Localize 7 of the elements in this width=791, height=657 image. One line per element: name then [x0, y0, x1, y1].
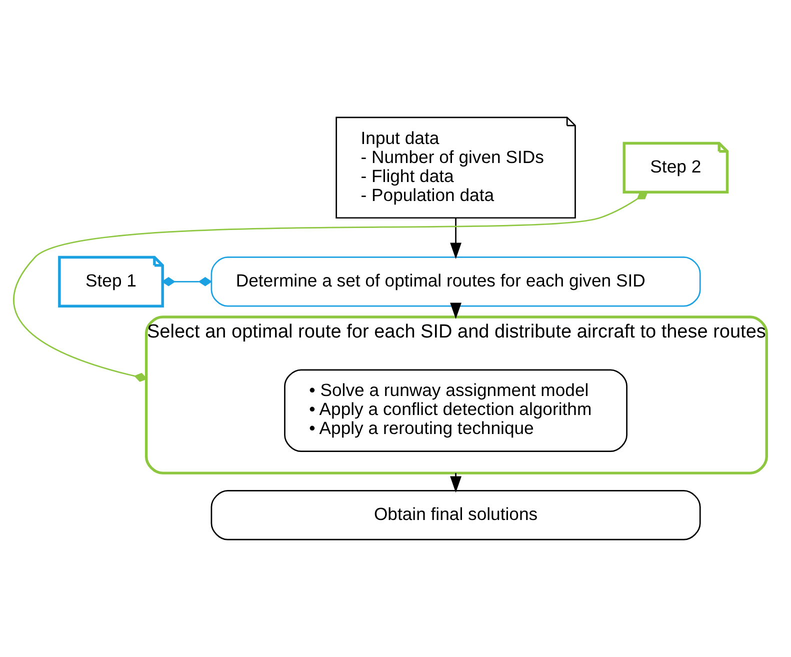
node-box: Obtain final solutions: [210, 490, 701, 540]
arrow: [450, 302, 462, 320]
connector: [13, 192, 648, 382]
connector: [162, 277, 212, 286]
node-box: • Solve a runway assignment model • Apply a conflict detection algorithm • Apply a rerouting technique: [284, 369, 628, 452]
arrow: [450, 218, 462, 260]
arrow: [450, 473, 462, 493]
